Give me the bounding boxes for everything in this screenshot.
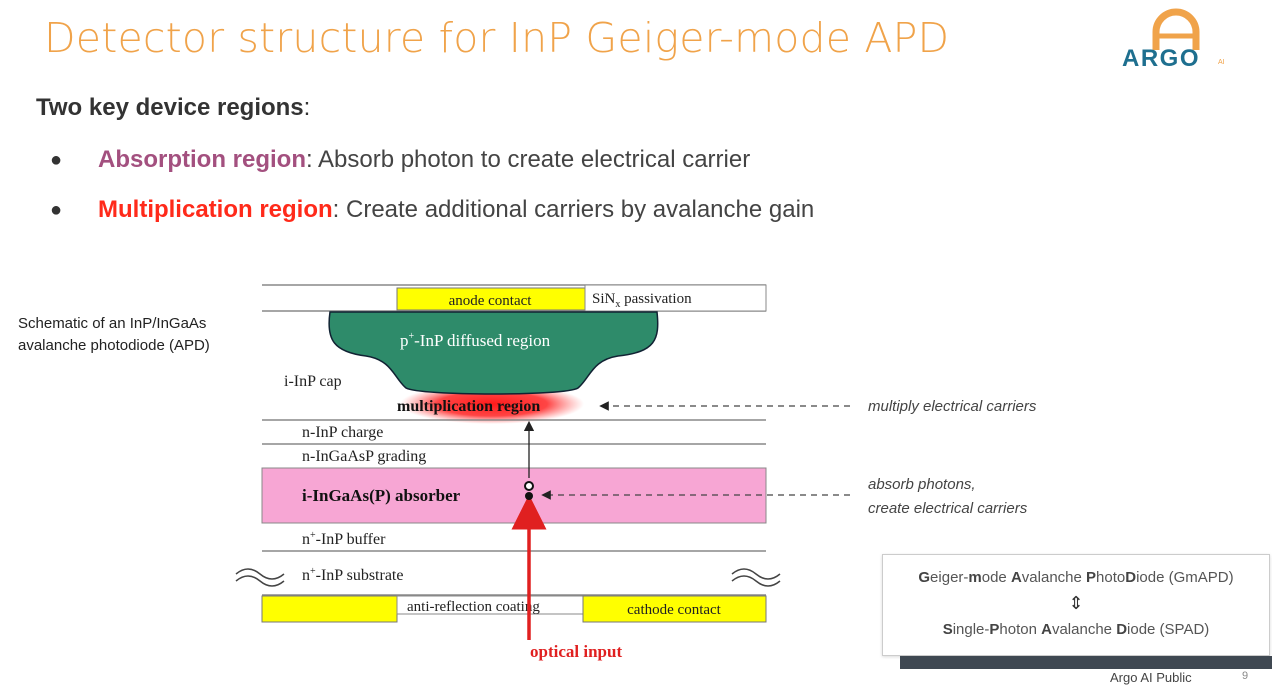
page-number: 9: [1242, 670, 1249, 682]
substrate-break-left-icon: [235, 568, 285, 587]
bullet-absorption-text: : Absorb photon to create electrical car…: [305, 146, 751, 173]
subtitle-colon: :: [303, 94, 311, 121]
bullet-dot-icon: ●: [50, 149, 63, 171]
bullet-dot-icon: ●: [50, 199, 63, 221]
subtitle-bold: Two key device regions: [36, 94, 304, 121]
bullet-multiplication: ● Multiplication region: Create addition…: [50, 192, 814, 242]
note-absorb-line1: absorb photons,: [868, 476, 976, 493]
sin-passivation-label: SiNx passivation: [592, 291, 692, 310]
p-region-label: p+-InP diffused region: [400, 331, 551, 350]
n-ingaasp-grading-label: n-InGaAsP grading: [302, 448, 426, 465]
hole-carrier-icon: [524, 481, 534, 491]
spad-line: Single-Photon Avalanche Diode (SPAD): [942, 621, 1210, 638]
n-inp-charge-label: n-InP charge: [302, 424, 383, 441]
double-arrow-icon: ⇕: [1068, 593, 1084, 613]
logo-text: ARGO: [1122, 45, 1200, 72]
absorber-label: i-InGaAs(P) absorber: [302, 486, 461, 505]
logo-sup: AI: [1218, 59, 1225, 66]
substrate-label: n+-InP substrate: [302, 566, 403, 584]
footer-label: Argo AI Public: [1110, 670, 1192, 685]
p-diffused-region: [328, 311, 659, 395]
buffer-label: n+-InP buffer: [302, 530, 386, 548]
schematic-caption: Schematic of an InP/InGaAs avalanche pho…: [18, 315, 210, 354]
anti-reflection-label: anti-reflection coating: [407, 599, 540, 615]
electron-carrier-icon: [525, 492, 533, 500]
anode-contact-label: anode contact: [449, 293, 533, 309]
note-multiply: multiply electrical carriers: [868, 398, 1037, 415]
sin-passivation: [584, 284, 767, 312]
footer-bar: [900, 656, 1272, 669]
multiplication-region-label: multiplication region: [397, 398, 540, 415]
cathode-contact-label: cathode contact: [627, 602, 722, 618]
bullet-multiplication-text: : Create additional carriers by avalanch…: [332, 196, 815, 223]
argo-logo: ARGO AI: [1122, 8, 1225, 72]
acronym-box: Geiger-mode Avalanche PhotoDiode (GmAPD)…: [882, 554, 1270, 656]
bullet-list: ● Absorption region: Absorb photon to cr…: [50, 142, 814, 242]
multiplication-glow: [400, 384, 584, 424]
optical-input-label: optical input: [530, 642, 622, 661]
cathode-left-contact: [261, 595, 398, 623]
logo-arch-icon: [1152, 8, 1200, 50]
note-absorb-line2: create electrical carriers: [868, 500, 1028, 517]
bullet-absorption: ● Absorption region: Absorb photon to cr…: [50, 142, 814, 192]
i-inp-cap-label: i-InP cap: [284, 373, 342, 390]
cathode-contact: [582, 595, 767, 623]
subtitle: Two key device regions:: [36, 94, 310, 122]
slide-title: Detector structure for InP Geiger-mode A…: [44, 14, 950, 62]
substrate-break-right-icon: [731, 568, 781, 587]
gmapd-line: Geiger-mode Avalanche PhotoDiode (GmAPD): [918, 569, 1234, 586]
bullet-multiplication-term: Multiplication region: [98, 196, 333, 223]
bullet-absorption-term: Absorption region: [98, 146, 306, 173]
